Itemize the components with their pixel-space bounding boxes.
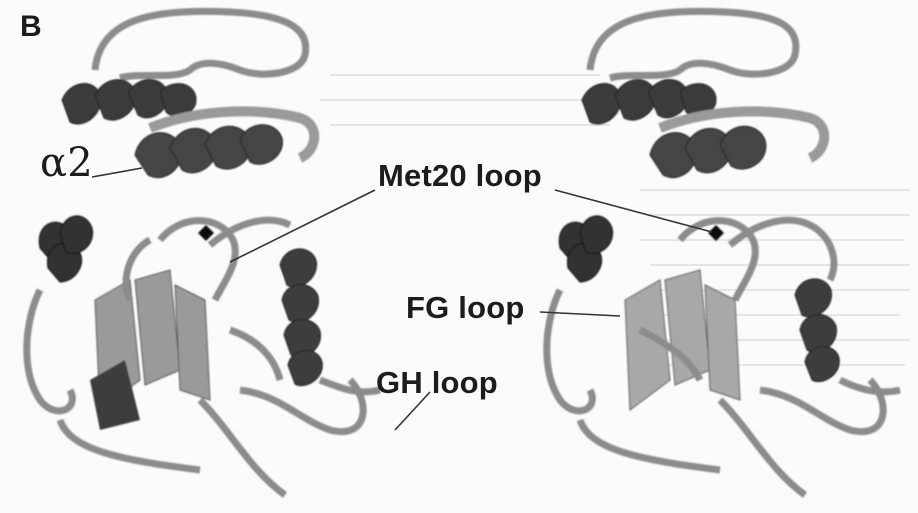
met20-site-right — [708, 225, 724, 241]
helix-alpha2-r — [650, 126, 766, 177]
protein-structure-right — [547, 11, 900, 495]
met20-site-left — [198, 225, 214, 241]
protein-structure-left — [27, 11, 380, 495]
fg-loop-label: FG loop — [406, 290, 524, 326]
gh-loop-label: GH loop — [376, 365, 498, 401]
alpha2-label: α2 — [40, 140, 93, 186]
top-coil-loop — [95, 11, 306, 78]
alpha2-leader — [92, 168, 142, 177]
helix-left-small-r — [559, 216, 612, 282]
helix-right-r — [795, 279, 839, 382]
helix-alpha2 — [135, 125, 282, 178]
top-coil-loop-r — [590, 11, 796, 78]
helix-left-small — [39, 216, 92, 282]
met20-loop-label: Met20 loop — [378, 158, 542, 194]
panel-label: B — [20, 10, 42, 44]
helix-right — [280, 249, 322, 386]
